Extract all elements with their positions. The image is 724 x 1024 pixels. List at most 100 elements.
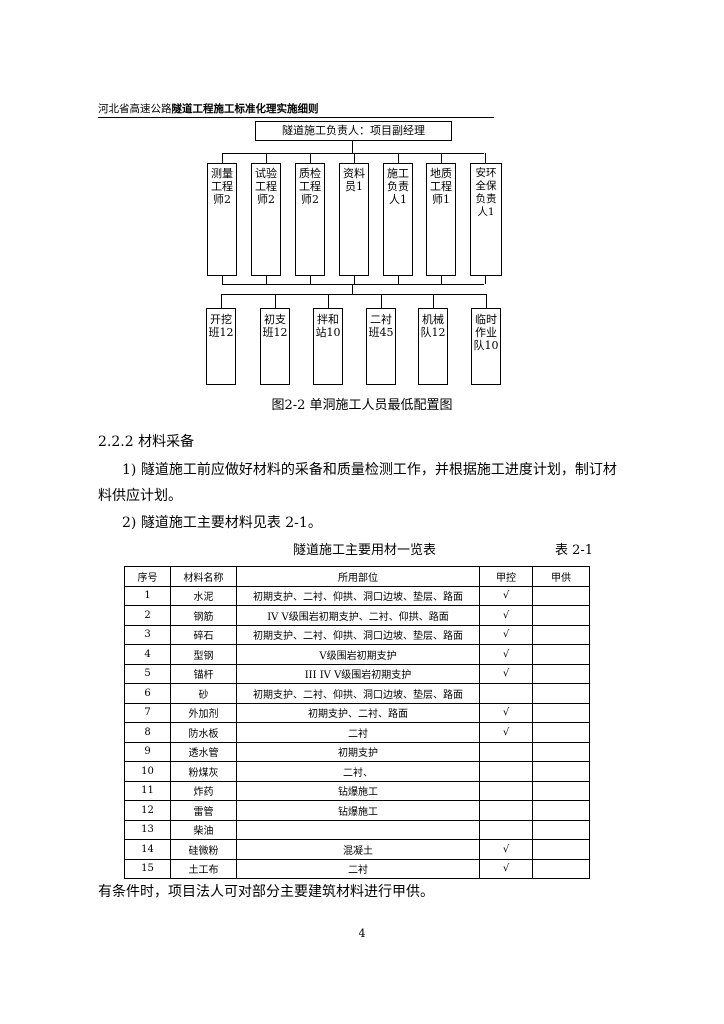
connector [441, 276, 442, 284]
table-cell: 碎石 [170, 624, 237, 645]
footnote: 有条件时，项目法人可对部分主要建筑材料进行甲供。 [98, 884, 434, 900]
table-cell [532, 702, 590, 723]
org-middle-box: 质检工程师2 [295, 163, 325, 276]
table-cell: 10 [124, 761, 171, 782]
table-cell [532, 663, 590, 684]
table-cell: 砂 [170, 683, 237, 704]
table-cell [532, 605, 590, 626]
running-header: 河北省高速公路隧道工程施工标准化理实施细则 [98, 101, 494, 118]
paragraph-1-line-2: 料供应计划。 [98, 488, 182, 504]
table-cell: 水泥 [170, 585, 237, 606]
table-cell [532, 800, 590, 821]
table-cell [236, 819, 480, 840]
table-cell [532, 839, 590, 860]
org-middle-box: 施工负责人1 [383, 163, 413, 276]
table-cell: √ [479, 605, 533, 626]
org-box-label: 开挖班12 [208, 313, 234, 339]
table-cell: 初期支护 [236, 741, 480, 762]
paragraph-1-line-1: 1) 隧道施工前应做好材料的采备和质量检测工作，并根据施工进度计划，制订材 [122, 462, 617, 478]
table-cell: 3 [124, 624, 171, 645]
connector [354, 276, 355, 284]
table-cell: 11 [124, 780, 171, 801]
table-cell: 粉煤灰 [170, 761, 237, 782]
table-cell [479, 780, 533, 801]
header-part1: 河北省高速公路 [98, 103, 172, 115]
col-header: 序号 [124, 566, 171, 587]
table-cell [479, 761, 533, 782]
org-middle-box: 地质工程师1 [426, 163, 456, 276]
org-middle-box: 测量工程师2 [207, 163, 237, 276]
table-cell: 2 [124, 605, 171, 626]
connector [221, 294, 222, 308]
table-cell [532, 858, 590, 879]
table-cell: 锚杆 [170, 663, 237, 684]
table-cell [532, 683, 590, 704]
table-cell [532, 644, 590, 665]
table-cell [532, 741, 590, 762]
table-cell: IV V级围岩初期支护、二衬、仰拱、路面 [236, 605, 480, 626]
org-box-label: 地质工程师1 [430, 167, 452, 206]
table-cell: 初期支护、二衬、路面 [236, 702, 480, 723]
table-cell: 5 [124, 663, 171, 684]
table-cell: 初期支护、二衬、仰拱、洞口边坡、垫层、路面 [236, 585, 480, 606]
org-bottom-box: 初支班12 [260, 308, 290, 385]
col-header: 所用部位 [236, 566, 480, 587]
org-box-label: 测量工程师2 [211, 167, 233, 206]
org-bottom-box: 临时作业队10 [471, 308, 501, 385]
section-heading: 2.2.2 材料采备 [98, 434, 195, 450]
connector [352, 141, 353, 153]
connector [485, 276, 486, 284]
connector [433, 294, 434, 308]
org-bottom-box: 二衬班45 [366, 308, 396, 385]
org-box-label: 试验工程师2 [255, 167, 277, 206]
table-cell: √ [479, 585, 533, 606]
table-cell: √ [479, 839, 533, 860]
table-cell: 初期支护、二衬、仰拱、洞口边坡、垫层、路面 [236, 624, 480, 645]
org-box-label: 机械队12 [420, 313, 446, 339]
org-bottom-box: 机械队12 [418, 308, 448, 385]
table-title: 隧道施工主要用材一览表 [293, 543, 437, 558]
page-number: 4 [358, 927, 366, 940]
table-cell: 混凝土 [236, 839, 480, 860]
org-box-label: 施工负责人1 [387, 167, 409, 206]
table-cell: 初期支护、二衬、仰拱、洞口边坡、垫层、路面 [236, 683, 480, 704]
table-cell: 14 [124, 839, 171, 860]
connector [221, 294, 486, 295]
org-box-label: 二衬班45 [368, 313, 394, 339]
connector [222, 284, 484, 285]
header-part2: 隧道工程施工标准化理实施细则 [171, 103, 319, 115]
table-cell [532, 780, 590, 801]
connector [310, 153, 311, 163]
org-box-label: 临时作业队10 [473, 313, 499, 352]
table-cell: 二衬 [236, 722, 480, 743]
org-top-label: 隧道施工负责人：项目副经理 [282, 124, 425, 137]
org-middle-box: 安环全保负责人1 [470, 163, 502, 276]
connector [222, 153, 223, 163]
table-cell [532, 585, 590, 606]
org-box-label: 质检工程师2 [299, 167, 321, 206]
table-cell: 15 [124, 858, 171, 879]
col-header: 甲供 [532, 566, 590, 587]
connector [266, 276, 267, 284]
table-cell: 土工布 [170, 858, 237, 879]
connector [398, 276, 399, 284]
connector [381, 294, 382, 308]
table-cell: √ [479, 624, 533, 645]
table-cell: 8 [124, 722, 171, 743]
table-cell: 炸药 [170, 780, 237, 801]
org-top-box: 隧道施工负责人：项目副经理 [255, 121, 452, 141]
table-cell [532, 819, 590, 840]
org-bottom-box: 开挖班12 [206, 308, 236, 385]
table-cell: 13 [124, 819, 171, 840]
figure-caption: 图2-2 单洞施工人员最低配置图 [271, 398, 453, 413]
table-cell [479, 683, 533, 704]
